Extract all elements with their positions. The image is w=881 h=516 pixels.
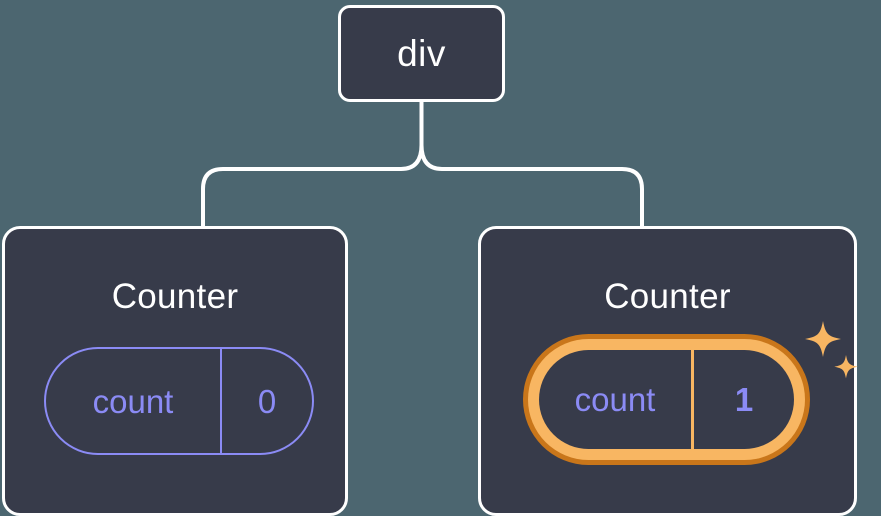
state-pill-right-body: count 1 (539, 350, 794, 449)
node-counter-right[interactable]: Counter count 1 (478, 226, 858, 516)
state-value-left: 0 (220, 349, 312, 453)
node-counter-left[interactable]: Counter count 0 (2, 226, 348, 516)
state-pill-left-body: count 0 (44, 347, 314, 455)
node-counter-right-title: Counter (604, 277, 731, 316)
node-counter-left-title: Counter (111, 277, 239, 316)
connector-branch-left (201, 144, 424, 228)
node-div-label: div (397, 33, 446, 74)
sparkle-large-icon (805, 321, 841, 357)
sparkle-small-icon (834, 355, 858, 379)
state-key-left: count (92, 382, 174, 420)
diagram-canvas: div Counter count 0 Counter count 1 (2, 5, 858, 516)
state-pill-right[interactable]: count 1 (523, 334, 810, 465)
state-value-right: 1 (691, 350, 794, 449)
state-pill-left[interactable]: count 0 (44, 347, 314, 455)
node-div[interactable]: div (338, 5, 505, 102)
state-key-right: count (574, 381, 656, 418)
connector-branch-right (419, 144, 644, 228)
